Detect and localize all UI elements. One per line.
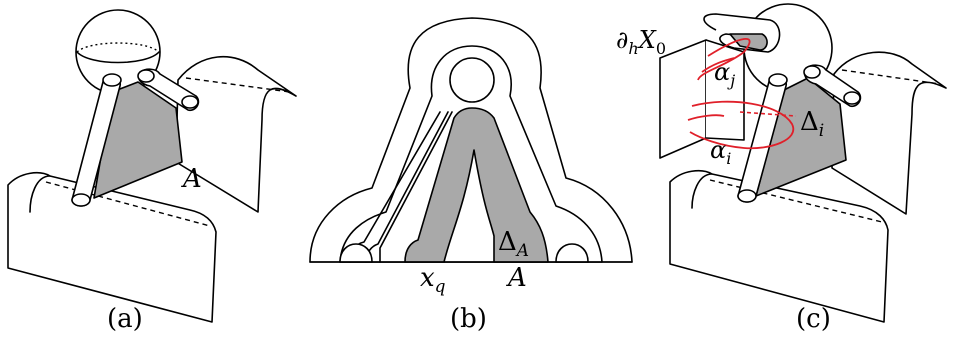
center-circle	[449, 57, 495, 103]
panel-b: xq ΔA A (b)	[309, 17, 633, 334]
upper-sheet-c	[831, 51, 947, 215]
upper-sheet	[175, 55, 297, 213]
label-delta-i: Δi	[800, 107, 824, 141]
caption-b: (b)	[450, 304, 487, 334]
label-b-deltaA: ΔA	[498, 227, 529, 261]
label-alpha-i: αi	[710, 136, 731, 168]
shaded-region-b	[404, 107, 549, 263]
label-b-xq: xq	[420, 263, 446, 297]
label-boundary-h-x0: ∂hX0	[616, 26, 666, 58]
curve-alpha-j	[697, 38, 751, 81]
label-alpha-j: αj	[714, 58, 735, 90]
shaded-disc-a	[93, 81, 183, 199]
lower-sheet-c	[669, 169, 889, 323]
boundary-plane	[659, 39, 707, 159]
curve-alpha-i	[689, 100, 795, 150]
caption-c: (c)	[796, 304, 831, 334]
label-b-A: A	[506, 263, 527, 293]
label-a-A: A	[181, 164, 202, 194]
panel-c: ∂hX0 αj αi Δi (c)	[616, 3, 947, 334]
panel-a: A (a)	[7, 9, 297, 334]
caption-a: (a)	[107, 304, 143, 334]
lower-sheet	[7, 171, 217, 323]
